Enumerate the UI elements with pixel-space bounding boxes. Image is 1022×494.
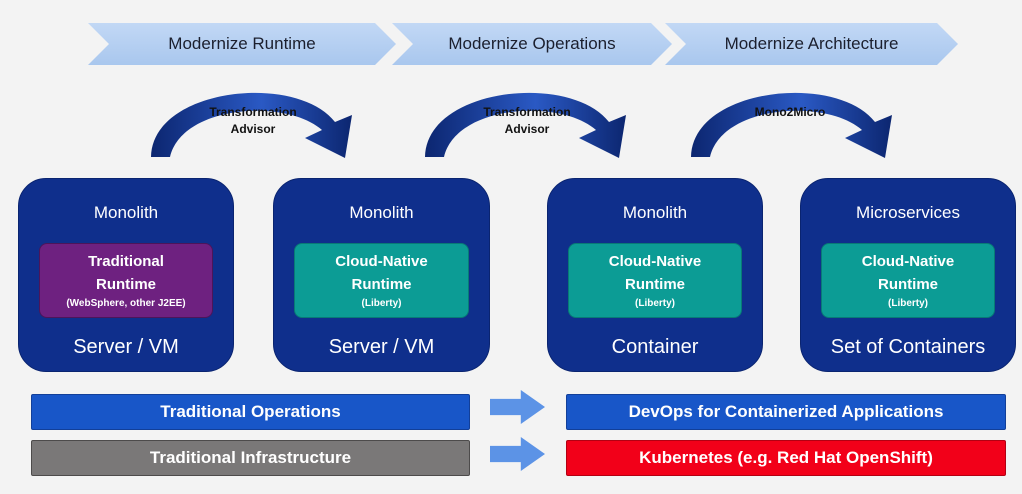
card-title: Monolith [349, 203, 414, 222]
card-platform: Set of Containers [830, 336, 986, 358]
card-title: Monolith [622, 203, 688, 222]
runtime-title: Cloud-Native [608, 253, 702, 270]
runtime-box-cloud-native: Cloud-Native Runtime (Liberty) [294, 243, 469, 318]
stage-modernize-runtime: Modernize Runtime [88, 23, 396, 65]
transition-arrow-1 [151, 92, 352, 158]
runtime-box-cloud-native: Cloud-Native Runtime (Liberty) [821, 243, 995, 318]
card-title: Microservices [856, 203, 960, 222]
transition-label-1: Transformation Advisor [209, 105, 297, 136]
runtime-note: (Liberty) [361, 298, 402, 309]
runtime-subtitle: Runtime [625, 276, 685, 293]
card-monolith-cloud-native-vm: Monolith Cloud-Native Runtime (Liberty) … [273, 178, 490, 372]
traditional-infrastructure-bar: Traditional Infrastructure [31, 440, 470, 476]
bar-label: Kubernetes (e.g. Red Hat OpenShift) [639, 448, 933, 467]
card-title: Monolith [93, 203, 159, 222]
transition-label-2: Transformation Advisor [483, 105, 571, 136]
stage-label: Modernize Operations [448, 34, 616, 53]
runtime-subtitle: Runtime [351, 276, 412, 293]
devops-bar: DevOps for Containerized Applications [566, 394, 1006, 430]
transition-arrow-3 [691, 92, 892, 158]
kubernetes-bar: Kubernetes (e.g. Red Hat OpenShift) [566, 440, 1006, 476]
transition-label-3: Mono2Micro [754, 105, 826, 119]
card-microservices: Microservices Cloud-Native Runtime (Libe… [800, 178, 1016, 372]
card-platform: Container [611, 336, 699, 358]
runtime-box-cloud-native: Cloud-Native Runtime (Liberty) [568, 243, 742, 318]
runtime-title: Traditional [88, 253, 164, 270]
runtime-subtitle: Runtime [96, 276, 156, 293]
stage-modernize-architecture: Modernize Architecture [665, 23, 958, 65]
runtime-title: Cloud-Native [861, 253, 955, 270]
card-monolith-container: Monolith Cloud-Native Runtime (Liberty) … [547, 178, 763, 372]
runtime-box-traditional: Traditional Runtime (WebSphere, other J2… [39, 243, 213, 318]
stage-modernize-operations: Modernize Operations [392, 23, 672, 65]
runtime-note: (Liberty) [888, 298, 928, 309]
transition-arrow-2 [425, 92, 626, 158]
bar-label: Traditional Operations [160, 402, 341, 421]
card-monolith-traditional: Monolith Traditional Runtime (WebSphere,… [18, 178, 234, 372]
card-platform: Server / VM [328, 336, 435, 358]
runtime-note: (Liberty) [635, 298, 675, 309]
runtime-title: Cloud-Native [335, 253, 428, 270]
runtime-note: (WebSphere, other J2EE) [66, 298, 186, 309]
traditional-operations-bar: Traditional Operations [31, 394, 470, 430]
bar-label: DevOps for Containerized Applications [628, 402, 944, 421]
card-platform: Server / VM [73, 336, 179, 358]
stage-label: Modernize Runtime [168, 34, 316, 53]
runtime-subtitle: Runtime [878, 276, 938, 293]
bar-label: Traditional Infrastructure [149, 448, 352, 467]
stage-label: Modernize Architecture [724, 34, 899, 53]
